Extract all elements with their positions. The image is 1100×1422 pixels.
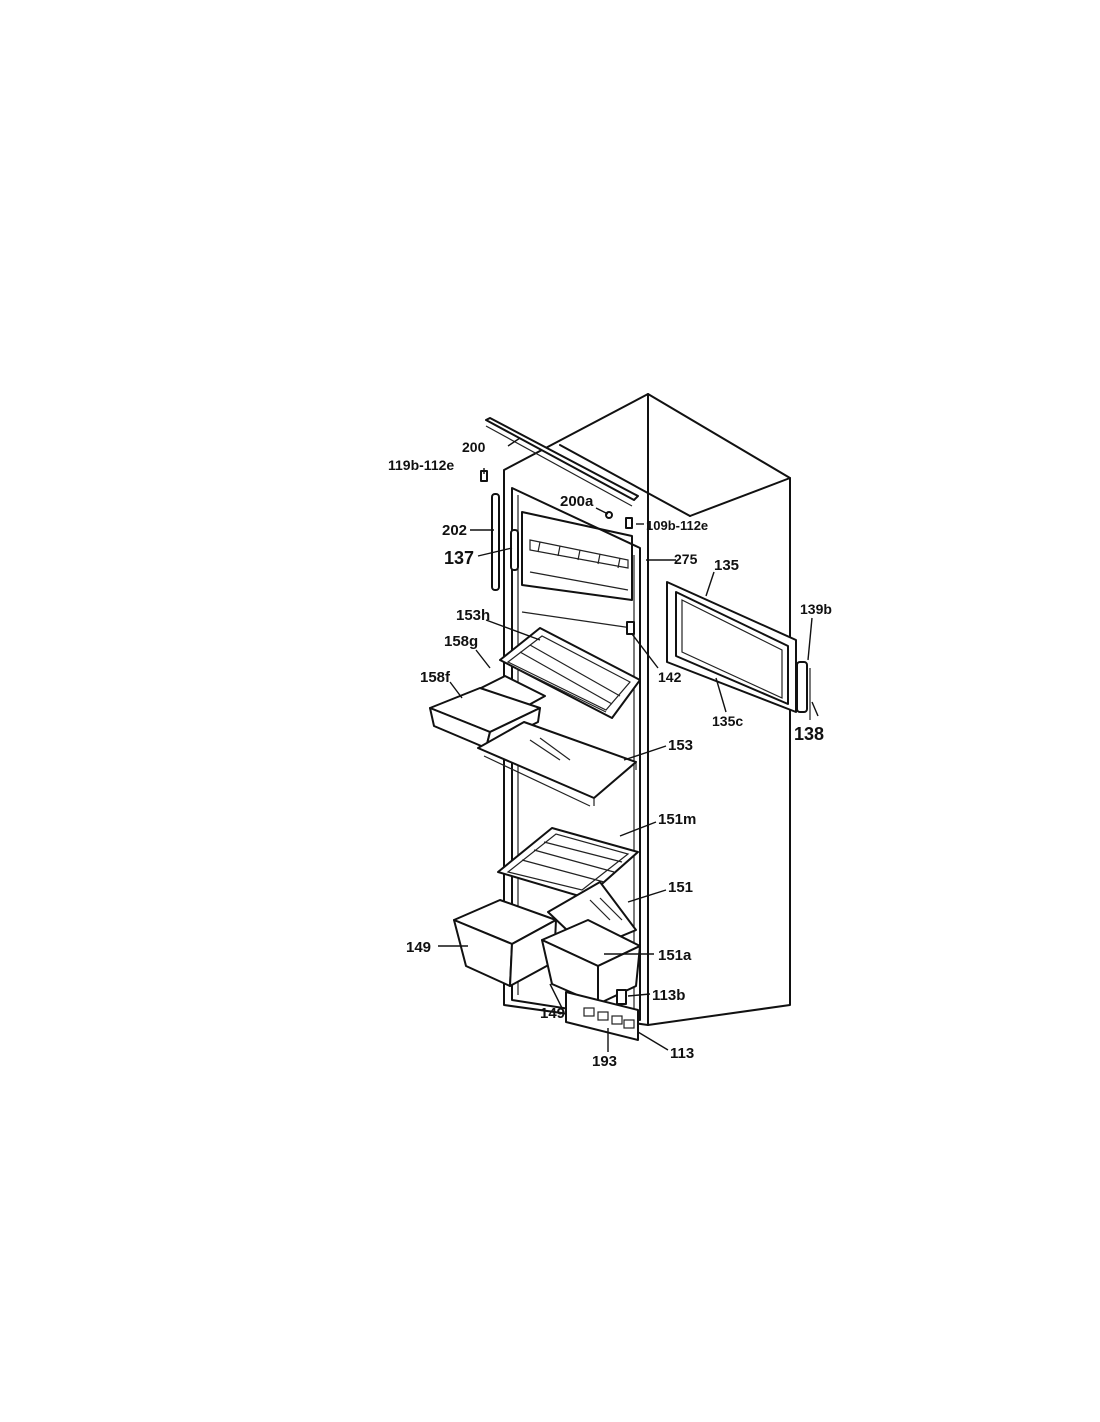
label-119b-112e: 119b-112e — [388, 457, 454, 473]
hinge-screw-109b — [625, 517, 633, 529]
label-113: 113 — [670, 1045, 694, 1062]
control-panel-193 — [565, 991, 639, 1041]
part-labels: 200 119b-112e 200a 109b-112e 202 137 275… — [388, 439, 832, 1070]
top-trim-strip — [485, 417, 639, 507]
label-151: 151 — [668, 879, 693, 896]
label-202: 202 — [442, 522, 467, 539]
wire-shelf-153h — [499, 627, 641, 719]
label-151a: 151a — [658, 947, 692, 964]
label-151m: 151m — [658, 811, 696, 828]
handle-137 — [510, 529, 519, 571]
glass-shelf-153 — [477, 721, 637, 807]
handle-202 — [491, 493, 500, 591]
label-158f: 158f — [420, 669, 451, 686]
label-200a: 200a — [560, 493, 594, 510]
label-153h: 153h — [456, 607, 490, 624]
label-149-left: 149 — [406, 939, 431, 956]
label-138: 138 — [794, 724, 824, 744]
label-135: 135 — [714, 557, 739, 574]
label-139b: 139b — [800, 601, 832, 617]
label-135c: 135c — [712, 713, 743, 729]
label-149-right: 149 — [540, 1005, 565, 1022]
door-handle-138 — [796, 661, 811, 720]
crisper-drawer-left — [453, 899, 557, 987]
label-109b-112e: 109b-112e — [646, 518, 708, 533]
latch-142 — [626, 621, 635, 635]
label-153: 153 — [668, 737, 693, 754]
label-275: 275 — [674, 551, 698, 567]
freezer-compartment — [521, 511, 633, 629]
leader-lines — [438, 437, 819, 1052]
label-158g: 158g — [444, 633, 478, 650]
label-200: 200 — [462, 439, 486, 455]
label-193: 193 — [592, 1053, 617, 1070]
thermostat-113b — [616, 989, 627, 1005]
label-113b: 113b — [652, 987, 685, 1004]
label-137: 137 — [444, 548, 474, 568]
freezer-door — [666, 581, 797, 713]
wire-shelf-151m — [497, 827, 639, 899]
label-142: 142 — [658, 669, 682, 685]
